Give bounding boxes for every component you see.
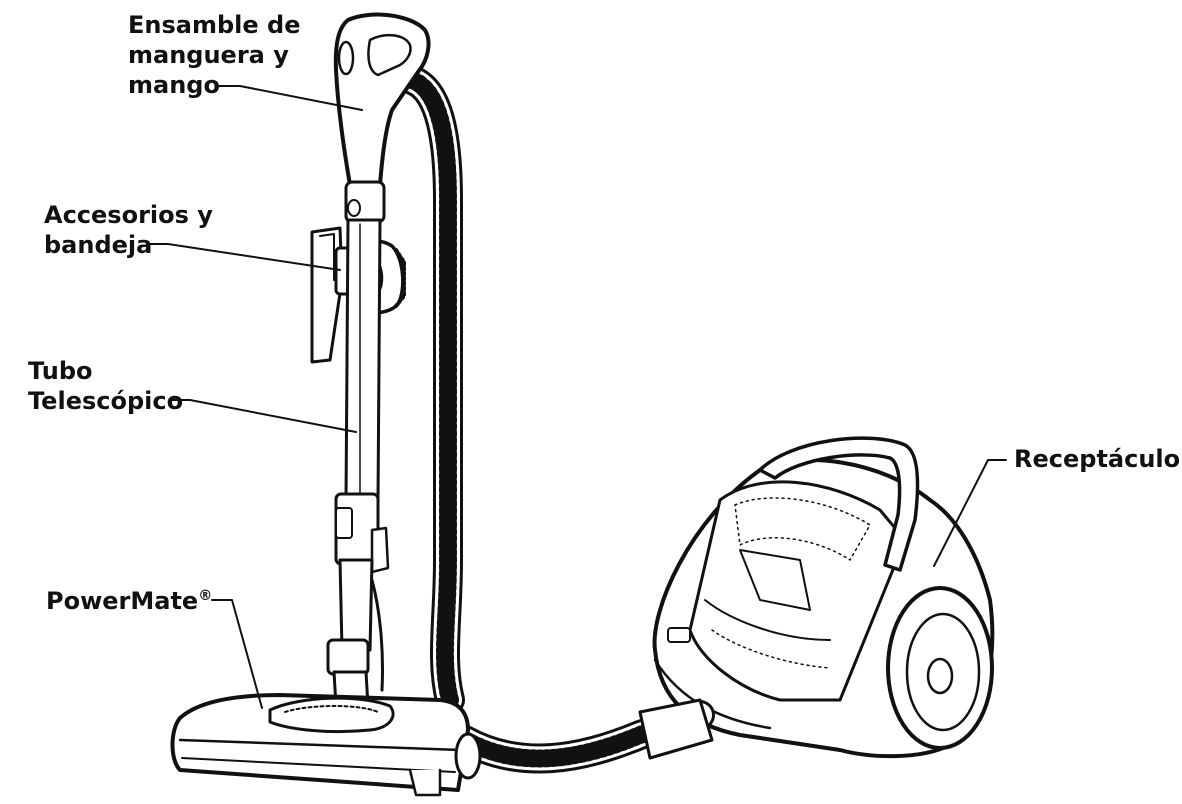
label-hose-handle-line3: mango xyxy=(128,71,220,99)
label-accessories-tray: Accesorios y bandeja xyxy=(44,200,213,260)
powermate-nozzle xyxy=(170,693,482,797)
upright-hose xyxy=(397,65,465,715)
label-canister: Receptáculo xyxy=(1014,444,1180,474)
label-wand-line2: Telescópico xyxy=(28,387,184,415)
registered-mark: ® xyxy=(198,588,213,604)
label-accessories-line2: bandeja xyxy=(44,231,153,259)
canister-body xyxy=(652,436,995,759)
label-wand-line1: Tubo xyxy=(28,357,93,385)
telescopic-wand xyxy=(326,218,390,708)
label-telescopic-wand: Tubo Telescópico xyxy=(28,356,183,416)
label-hose-handle: Ensamble de manguera y mango xyxy=(128,10,300,100)
label-canister-text: Receptáculo xyxy=(1014,445,1181,473)
label-accessories-line1: Accesorios y xyxy=(44,201,213,229)
handle-assembly xyxy=(333,12,431,224)
label-powermate: PowerMate® xyxy=(46,586,212,616)
leader-lines xyxy=(149,85,1007,709)
leader-accessories xyxy=(149,243,341,271)
label-hose-handle-line2: manguera y xyxy=(128,41,289,69)
leader-canister xyxy=(933,459,1007,567)
leader-powermate xyxy=(211,599,263,709)
leader-hose-handle xyxy=(215,85,363,111)
lower-hose xyxy=(450,698,715,774)
label-hose-handle-line1: Ensamble de xyxy=(128,11,301,39)
label-powermate-text: PowerMate xyxy=(46,587,199,615)
leader-wand xyxy=(169,399,357,433)
